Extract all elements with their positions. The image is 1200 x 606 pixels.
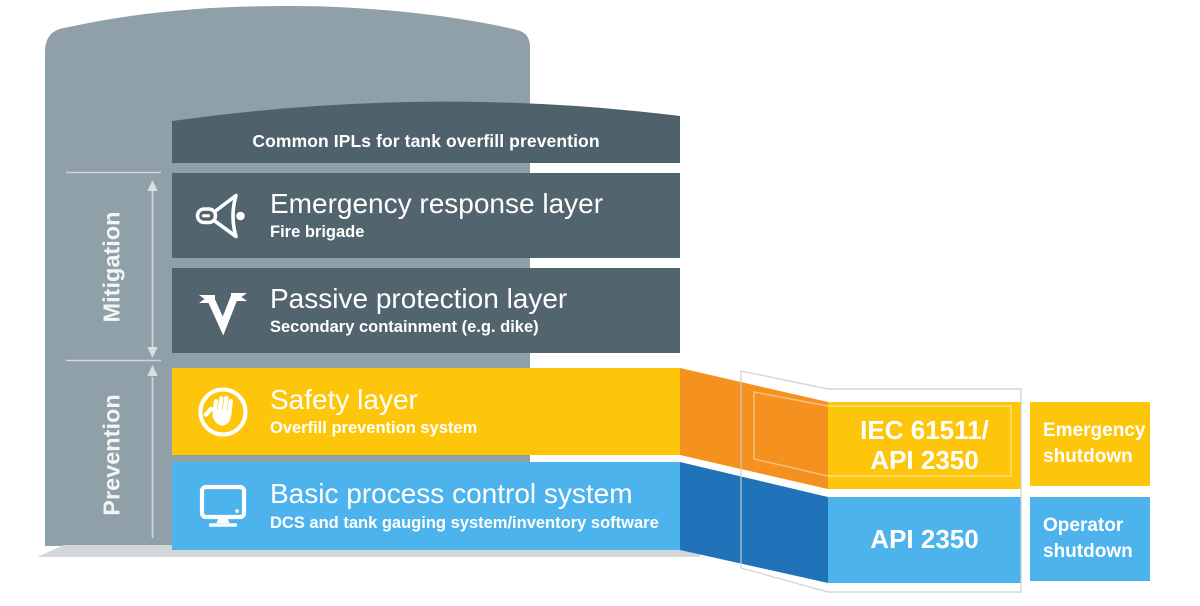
- shutdown-line: shutdown: [1043, 541, 1133, 562]
- arrowheads: [147, 180, 158, 376]
- shutdown-line: Emergency: [1043, 420, 1146, 442]
- layer-subtitle: Overfill prevention system: [270, 419, 478, 438]
- shutdown-line: Operator: [1043, 515, 1124, 537]
- standard-line: API 2350: [870, 524, 979, 555]
- mitigation-arrowhead-up: [147, 180, 158, 191]
- megaphone-icon: [195, 188, 251, 244]
- stop-hand-icon: [195, 384, 251, 440]
- layer-bar-passive-protection: Passive protection layer Secondary conta…: [172, 268, 680, 353]
- bpcs-standard-panel: API 2350: [828, 497, 1021, 583]
- layer-title: Basic process control system: [270, 478, 633, 510]
- layer-bar-safety: Safety layer Overfill prevention system: [172, 368, 680, 455]
- section-guides: [66, 171, 161, 538]
- prevention-label: Prevention: [98, 394, 125, 516]
- standard-line: IEC 61511/: [860, 415, 989, 446]
- layer-title: Emergency response layer: [270, 187, 604, 219]
- standard-line: API 2350: [870, 444, 979, 475]
- header-plate: [172, 101, 680, 163]
- prevention-arrowhead-up: [147, 365, 158, 376]
- layer-subtitle: Fire brigade: [270, 223, 365, 242]
- layer-subtitle: Secondary containment (e.g. dike): [270, 318, 539, 337]
- dike-icon: [195, 283, 251, 339]
- layer-bar-emergency-response: Emergency response layer Fire brigade: [172, 173, 680, 258]
- diagram-title: Common IPLs for tank overfill prevention: [252, 131, 600, 151]
- shutdown-line: shutdown: [1043, 446, 1133, 467]
- safety-standard-panel: IEC 61511/ API 2350: [828, 402, 1021, 489]
- emergency-shutdown-box: Emergency shutdown: [1030, 402, 1150, 486]
- layer-subtitle: DCS and tank gauging system/inventory so…: [270, 513, 659, 532]
- operator-shutdown-box: Operator shutdown: [1030, 497, 1150, 581]
- monitor-icon: [195, 478, 251, 534]
- mitigation-arrowhead-down: [147, 347, 158, 358]
- layer-bar-bpcs: Basic process control system DCS and tan…: [172, 462, 680, 550]
- layer-title: Safety layer: [270, 383, 418, 415]
- layer-title: Passive protection layer: [270, 282, 568, 314]
- mitigation-label: Mitigation: [98, 211, 125, 323]
